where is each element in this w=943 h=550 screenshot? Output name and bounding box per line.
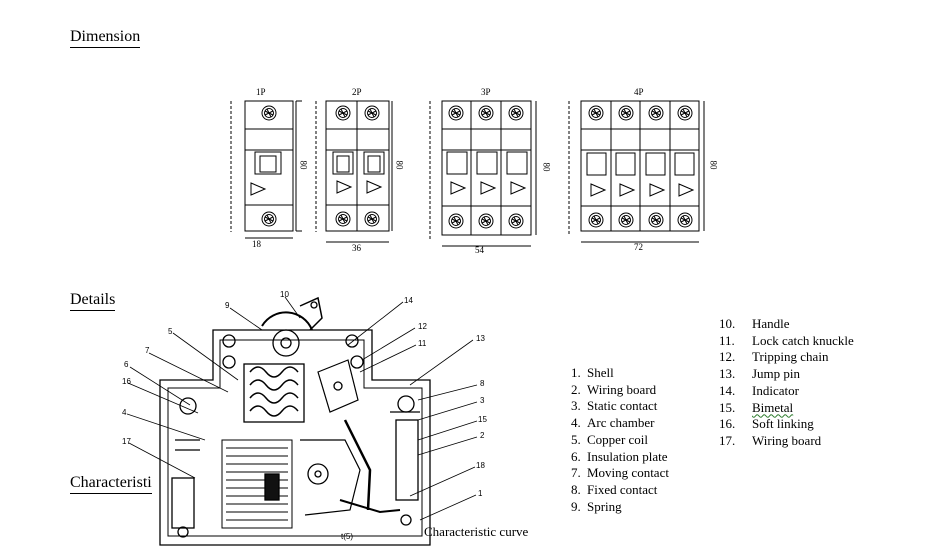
- callout-6: 6: [124, 360, 129, 369]
- callout-9: 9: [225, 301, 230, 310]
- item-number: 10.: [719, 316, 736, 331]
- pole-4p-drawing: [568, 100, 705, 243]
- pole-2p-label: 2P: [352, 87, 362, 97]
- item-name: Lock catch knuckle: [752, 332, 854, 348]
- item-name: Tripping chain: [752, 349, 829, 365]
- callout-17: 17: [122, 437, 131, 446]
- pole-2p-drawing: [315, 100, 393, 243]
- list-item: 8. Fixed contact: [571, 482, 669, 499]
- list-item: 7. Moving contact: [571, 465, 669, 482]
- item-name: Arc chamber: [587, 415, 655, 431]
- pole-2p-width: 36: [352, 243, 361, 253]
- pole-1p-drawing: [230, 100, 302, 239]
- item-name: Spring: [587, 498, 622, 514]
- callout-2: 2: [480, 431, 485, 440]
- item-number: 3.: [571, 398, 581, 414]
- callout-13: 13: [476, 334, 485, 343]
- item-name: Jump pin: [752, 366, 801, 382]
- pole-3p-drawing: [429, 100, 537, 247]
- pole-4p-width: 72: [634, 242, 643, 252]
- callout-15: 15: [478, 415, 487, 424]
- callout-14: 14: [404, 296, 413, 305]
- item-number: 4.: [571, 415, 581, 431]
- list-item: 3. Static contact: [571, 398, 669, 415]
- item-name: Fixed contact: [587, 481, 658, 497]
- item-number: 16.: [719, 416, 736, 432]
- item-number: 5.: [571, 431, 581, 447]
- item-name: Insulation plate: [587, 448, 668, 464]
- list-item: 17. Wiring board: [719, 433, 854, 450]
- characteristic-curve-caption: Characteristic curve: [424, 524, 529, 539]
- list-item: 9. Spring: [571, 499, 669, 516]
- item-number: 13.: [719, 366, 736, 382]
- pole-3p-width: 54: [475, 245, 484, 255]
- item-name: Static contact: [587, 398, 658, 414]
- list-item: 10. Handle: [719, 316, 854, 333]
- pole-3p-label: 3P: [481, 87, 491, 97]
- list-item: 13. Jump pin: [719, 366, 854, 383]
- list-item: 2. Wiring board: [571, 382, 669, 399]
- item-name: Moving contact: [587, 465, 669, 481]
- callout-1: 1: [478, 489, 483, 498]
- pole-1p-width: 18: [252, 239, 261, 249]
- callout-8: 8: [480, 379, 485, 388]
- item-name: Copper coil: [587, 431, 649, 447]
- callout-7: 7: [145, 346, 150, 355]
- characteristic-heading: Characteristi: [70, 474, 152, 494]
- item-name: Indicator: [752, 382, 799, 398]
- callout-3: 3: [480, 396, 485, 405]
- list-item: 11. Lock catch knuckle: [719, 333, 854, 350]
- item-number: 1.: [571, 365, 581, 380]
- list-item: 15. Bimetal: [719, 400, 854, 417]
- list-item: 4. Arc chamber: [571, 415, 669, 432]
- item-number: 11.: [719, 332, 735, 348]
- callout-12: 12: [418, 322, 427, 331]
- item-number: 15.: [719, 399, 736, 415]
- item-number: 9.: [571, 498, 581, 514]
- parts-list-10-17: 10. Handle 11. Lock catch knuckle 12. Tripp…: [719, 316, 854, 450]
- list-item: 6. Insulation plate: [571, 449, 669, 466]
- details-heading: Details: [70, 291, 116, 311]
- item-number: 2.: [571, 381, 581, 397]
- pole-4p-label: 4P: [634, 87, 644, 97]
- item-name: Wiring board: [587, 381, 657, 397]
- item-number: 12.: [719, 349, 736, 365]
- item-number: 17.: [719, 432, 736, 448]
- item-number: 7.: [571, 465, 581, 481]
- item-number: 14.: [719, 382, 736, 398]
- list-item: 12. Tripping chain: [719, 349, 854, 366]
- callout-5: 5: [168, 327, 173, 336]
- callout-11: 11: [418, 339, 427, 348]
- item-number: 6.: [571, 448, 581, 464]
- callout-10: 10: [280, 290, 289, 299]
- dimension-heading: Dimension: [70, 28, 141, 48]
- pole-1p-label: 1P: [256, 87, 266, 97]
- callout-18: 18: [476, 461, 485, 470]
- item-name: Shell: [587, 365, 614, 380]
- list-item: 14. Indicator: [719, 383, 854, 400]
- list-item: 16. Soft linking: [719, 416, 854, 433]
- list-item: 5. Copper coil: [571, 432, 669, 449]
- item-name: Soft linking: [752, 416, 814, 432]
- callout-4: 4: [122, 408, 127, 417]
- item-name: Bimetal: [752, 399, 794, 415]
- callout-t5: t(5): [341, 532, 353, 541]
- item-name: Handle: [752, 316, 790, 331]
- item-number: 8.: [571, 481, 581, 497]
- item-name: Wiring board: [752, 432, 822, 448]
- list-item: 1. Shell: [571, 365, 669, 382]
- callout-16: 16: [122, 377, 131, 386]
- parts-list-1-9: 1.Shell 2.Wiring board 3.Static contact …: [571, 365, 669, 515]
